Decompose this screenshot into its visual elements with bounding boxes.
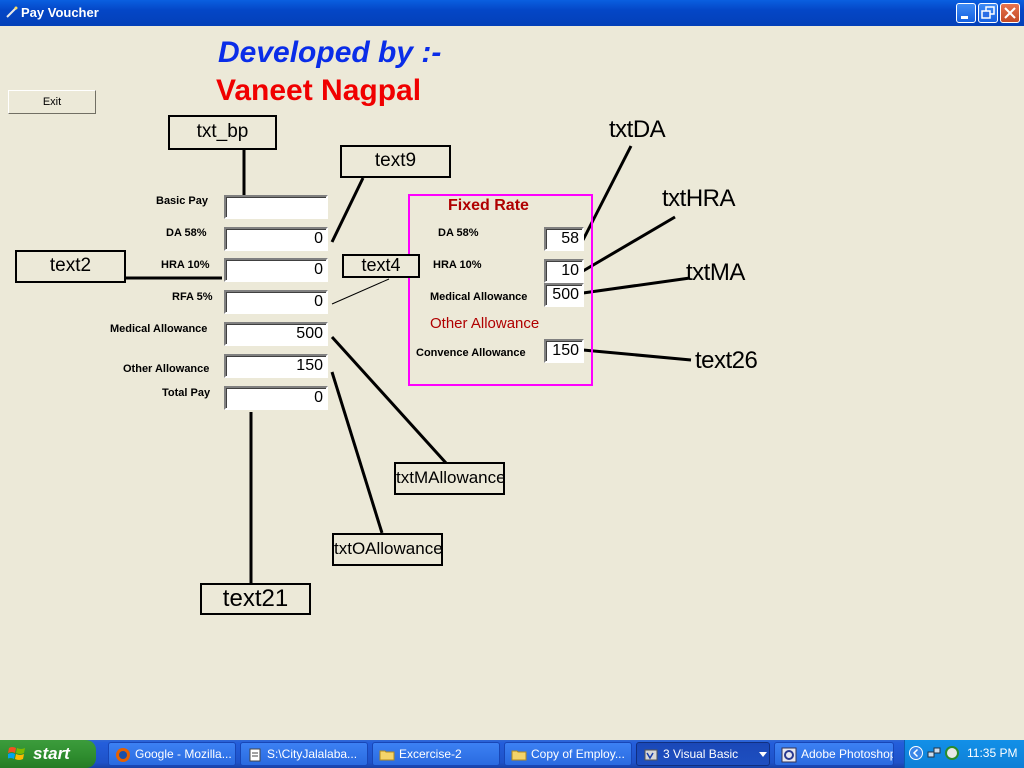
task-button-visual-basic[interactable]: 3 Visual Basic xyxy=(636,742,770,766)
callout-txtda: txtDA xyxy=(609,116,666,143)
da-label: DA 58% xyxy=(166,227,207,239)
task-button-copy-of-employ[interactable]: Copy of Employ... xyxy=(504,742,632,766)
rfa-field[interactable]: 0 xyxy=(224,290,328,314)
restore-icon xyxy=(981,6,995,19)
folder-icon xyxy=(379,750,395,761)
total-pay-field[interactable]: 0 xyxy=(224,386,328,410)
start-label: start xyxy=(33,744,70,763)
medical-allowance-field[interactable]: 500 xyxy=(224,322,328,346)
developed-by-heading: Developed by :- xyxy=(218,36,442,69)
callout-text9: text9 xyxy=(340,145,451,178)
clock: 11:35 PM xyxy=(967,746,1018,760)
other-allowance-label: Other Allowance xyxy=(123,363,210,375)
medical-allowance-label: Medical Allowance xyxy=(110,323,208,335)
taskbar: start Google - Mozilla... S:\CityJalalab… xyxy=(0,740,1024,768)
system-tray: 11:35 PM xyxy=(904,740,1024,768)
task-button-photoshop[interactable]: Adobe Photoshop xyxy=(774,742,894,766)
task-label: Adobe Photoshop xyxy=(801,747,894,761)
task-label: Excercise-2 xyxy=(399,747,462,761)
txthra-field[interactable]: 10 xyxy=(544,259,584,283)
fixed-da-label: DA 58% xyxy=(438,227,479,239)
callout-txthra: txtHRA xyxy=(662,185,736,212)
callout-txtoallowance: txtOAllowance xyxy=(332,533,443,566)
txtma-field[interactable]: 500 xyxy=(544,283,584,307)
minimize-button[interactable] xyxy=(956,3,976,23)
app-icon xyxy=(6,6,18,18)
notepad-icon xyxy=(249,748,261,762)
close-icon xyxy=(1004,7,1016,19)
author-name: Vaneet Nagpal xyxy=(216,74,422,107)
network-icon[interactable] xyxy=(927,746,941,760)
da-field[interactable]: 0 xyxy=(224,227,328,251)
fixed-medical-label: Medical Allowance xyxy=(430,291,528,303)
photoshop-icon xyxy=(781,747,797,763)
txtda-field[interactable]: 58 xyxy=(544,227,584,251)
callout-text26: text26 xyxy=(695,347,758,374)
other-allowance-heading: Other Allowance xyxy=(430,315,540,332)
rfa-label: RFA 5% xyxy=(172,291,213,303)
close-button[interactable] xyxy=(1000,3,1020,23)
basic-pay-input[interactable] xyxy=(224,195,328,219)
windows-logo-icon xyxy=(8,747,25,760)
basic-pay-label: Basic Pay xyxy=(156,195,208,207)
window-title: Pay Voucher xyxy=(21,5,99,20)
convence-allowance-label: Convence Allowance xyxy=(416,347,526,359)
fixed-rate-frame xyxy=(408,194,593,386)
task-label: 3 Visual Basic xyxy=(663,747,739,761)
minimize-icon xyxy=(961,16,968,19)
callout-text2: text2 xyxy=(15,250,126,283)
visual-basic-icon xyxy=(644,749,658,761)
start-button[interactable]: start xyxy=(0,740,96,768)
convence-allowance-field[interactable]: 150 xyxy=(544,339,584,363)
folder-icon xyxy=(511,750,527,761)
title-bar: Pay Voucher xyxy=(0,0,1024,26)
callout-text21: text21 xyxy=(200,583,311,615)
tray-expand-icon[interactable] xyxy=(909,746,923,760)
callout-text4: text4 xyxy=(342,254,420,278)
other-allowance-field[interactable]: 150 xyxy=(224,354,328,378)
restore-button[interactable] xyxy=(978,3,998,23)
chevron-down-icon xyxy=(759,752,767,757)
fixed-hra-label: HRA 10% xyxy=(433,259,482,271)
total-pay-label: Total Pay xyxy=(162,387,211,399)
task-label: Google - Mozilla... xyxy=(135,747,232,761)
task-button-excercise-2[interactable]: Excercise-2 xyxy=(372,742,500,766)
hra-field[interactable]: 0 xyxy=(224,258,328,282)
hra-label: HRA 10% xyxy=(161,259,210,271)
firefox-icon xyxy=(116,748,130,762)
task-label: S:\CityJalalaba... xyxy=(267,747,358,761)
task-label: Copy of Employ... xyxy=(531,747,625,761)
task-button-firefox[interactable]: Google - Mozilla... xyxy=(108,742,236,766)
task-button-notepad[interactable]: S:\CityJalalaba... xyxy=(240,742,368,766)
callout-txtma: txtMA xyxy=(686,259,745,286)
security-shield-icon[interactable] xyxy=(945,746,959,760)
exit-button[interactable]: Exit xyxy=(8,90,96,114)
callout-txt-bp: txt_bp xyxy=(168,115,277,150)
callout-txtmallowance: txtMAllowance xyxy=(394,462,506,495)
fixed-rate-title: Fixed Rate xyxy=(448,197,529,214)
